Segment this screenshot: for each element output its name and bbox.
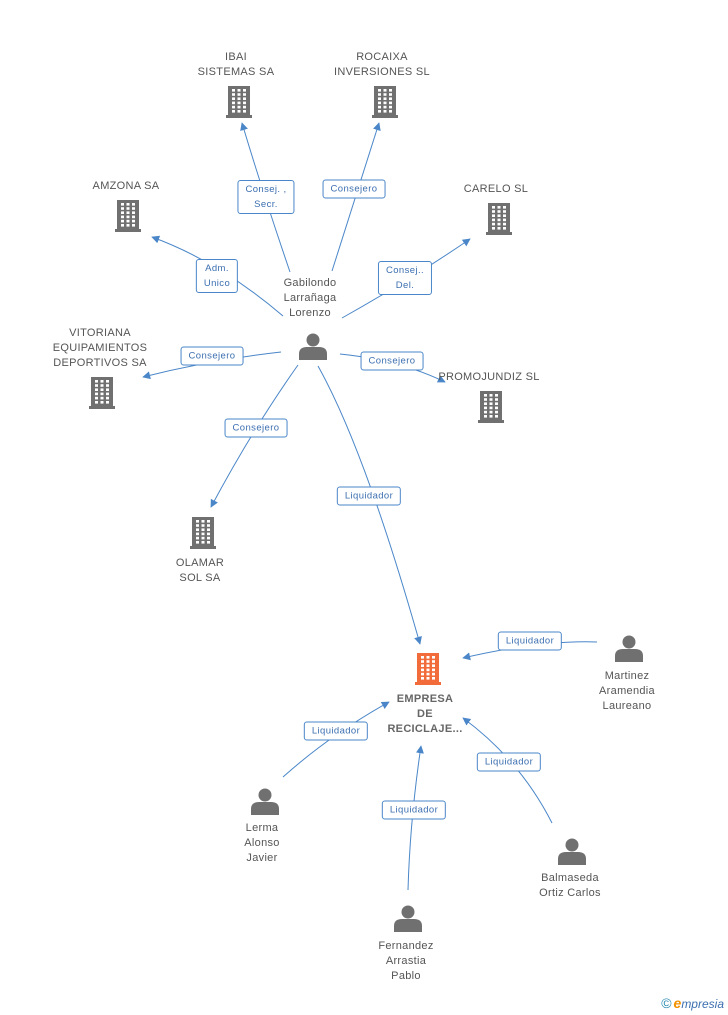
node-label-line: Aramendia xyxy=(599,685,655,697)
edges-layer xyxy=(142,122,598,891)
edge-label-line: Consejero xyxy=(232,422,280,434)
person-icon-balmaseda[interactable] xyxy=(558,838,586,866)
node-label-line: Javier xyxy=(246,852,278,864)
node-label-promojundiz[interactable]: PROMOJUNDIZ SL xyxy=(438,370,539,385)
person-icon-gabilondo[interactable] xyxy=(299,333,327,361)
company-icon-olamar[interactable] xyxy=(190,517,216,549)
edge-label-line: Consej.. xyxy=(385,265,425,276)
node-label-line: ROCAIXA xyxy=(356,51,408,63)
edge-label-line: Consejero xyxy=(368,355,416,367)
edge-label-line: Secr. xyxy=(254,199,278,210)
company-icon-amzona[interactable] xyxy=(115,200,141,232)
edge-label-line: Consej. , xyxy=(245,184,287,195)
node-label-line: Alonso xyxy=(244,837,280,849)
person-icon-lerma[interactable] xyxy=(251,788,279,816)
company-icon-vitoriana[interactable] xyxy=(89,377,115,409)
node-label-line: Ortiz Carlos xyxy=(539,887,601,899)
node-label-line: PROMOJUNDIZ SL xyxy=(438,371,540,383)
node-label-line: EMPRESA xyxy=(396,693,454,705)
edge-label-e-lerma[interactable]: Liquidador xyxy=(303,721,369,741)
edge-label-line: Liquidador xyxy=(344,490,394,502)
focus-company-icon-empresa[interactable] xyxy=(415,653,441,685)
node-label-line: Balmaseda xyxy=(541,872,599,884)
node-label-line: Arrastia xyxy=(385,955,427,967)
edge-label-e-vitoriana[interactable]: Consejero xyxy=(180,346,244,366)
edge-label-e-promojundiz[interactable]: Consejero xyxy=(360,351,424,371)
node-label-empresa[interactable]: EMPRESA DE RECICLAJE... xyxy=(387,692,462,737)
edge-label-e-rocaixa[interactable]: Consejero xyxy=(322,179,386,199)
node-label-line: Lorenzo xyxy=(289,307,331,319)
edge-label-e-empresa-g[interactable]: Liquidador xyxy=(336,486,402,506)
node-label-line: Gabilondo xyxy=(283,277,337,289)
node-label-line: EQUIPAMIENTOS xyxy=(52,342,148,354)
copyright-symbol: © xyxy=(661,995,672,1011)
node-label-line: SISTEMAS SA xyxy=(197,66,275,78)
node-label-line: VITORIANA xyxy=(69,327,131,339)
footer-brand[interactable]: ©empresia xyxy=(661,995,724,1011)
node-label-line: DE xyxy=(417,708,433,720)
node-label-line: IBAI xyxy=(225,51,247,63)
edge-label-e-olamar[interactable]: Consejero xyxy=(224,418,288,438)
node-label-rocaixa[interactable]: ROCAIXA INVERSIONES SL xyxy=(334,50,430,80)
node-label-olamar[interactable]: OLAMAR SOL SA xyxy=(176,556,224,586)
edge-label-e-fernandez[interactable]: Liquidador xyxy=(381,800,447,820)
person-icon-martinez[interactable] xyxy=(615,635,643,663)
company-icon-promojundiz[interactable] xyxy=(478,391,504,423)
edge-label-line: Del. xyxy=(395,280,415,291)
node-label-line: Larrañaga xyxy=(283,292,337,304)
edge-label-line: Consejero xyxy=(188,350,236,362)
edge-label-e-balmaseda[interactable]: Liquidador xyxy=(476,752,542,772)
edge-label-e-amzona[interactable]: Adm. Unico xyxy=(195,259,239,293)
node-label-line: CARELO SL xyxy=(463,183,529,195)
icons-layer xyxy=(89,86,643,932)
company-icon-ibai[interactable] xyxy=(226,86,252,118)
edge-label-e-ibai[interactable]: Consej. , Secr. xyxy=(237,180,295,214)
edge-label-line: Unico xyxy=(203,278,231,289)
node-label-line: INVERSIONES SL xyxy=(334,66,430,78)
brand-initial: e xyxy=(673,995,682,1011)
edge-line-e-empresa-g xyxy=(317,365,422,645)
node-label-line: Martinez xyxy=(604,670,650,682)
edge-label-line: Adm. xyxy=(205,263,229,274)
node-label-ibai[interactable]: IBAI SISTEMAS SA xyxy=(198,50,275,80)
node-label-line: RECICLAJE... xyxy=(387,723,463,735)
edge-label-line: Liquidador xyxy=(311,725,361,737)
node-label-line: OLAMAR xyxy=(175,557,225,569)
node-label-carelo[interactable]: CARELO SL xyxy=(464,182,528,197)
edge-label-line: Liquidador xyxy=(389,804,439,816)
node-label-vitoriana[interactable]: VITORIANA EQUIPAMIENTOS DEPORTIVOS SA xyxy=(53,326,148,371)
edge-label-line: Liquidador xyxy=(484,756,534,768)
node-label-line: Laureano xyxy=(602,700,652,712)
edge-label-line: Consejero xyxy=(330,183,378,195)
edge-label-e-martinez[interactable]: Liquidador xyxy=(497,631,563,651)
edge-label-e-carelo[interactable]: Consej.. Del. xyxy=(377,261,433,295)
node-label-line: DEPORTIVOS SA xyxy=(53,357,147,369)
node-label-amzona[interactable]: AMZONA SA xyxy=(93,179,160,194)
node-label-line: Fernandez xyxy=(378,940,434,952)
node-label-line: SOL SA xyxy=(179,572,221,584)
node-label-line: Lerma xyxy=(245,822,279,834)
node-label-line: AMZONA SA xyxy=(92,180,160,192)
person-icon-fernandez[interactable] xyxy=(394,905,422,933)
company-icon-carelo[interactable] xyxy=(486,203,512,235)
brand-name: mpresia xyxy=(681,997,724,1011)
edge-label-line: Liquidador xyxy=(505,635,555,647)
node-label-line: Pablo xyxy=(391,970,421,982)
company-icon-rocaixa[interactable] xyxy=(372,86,398,118)
